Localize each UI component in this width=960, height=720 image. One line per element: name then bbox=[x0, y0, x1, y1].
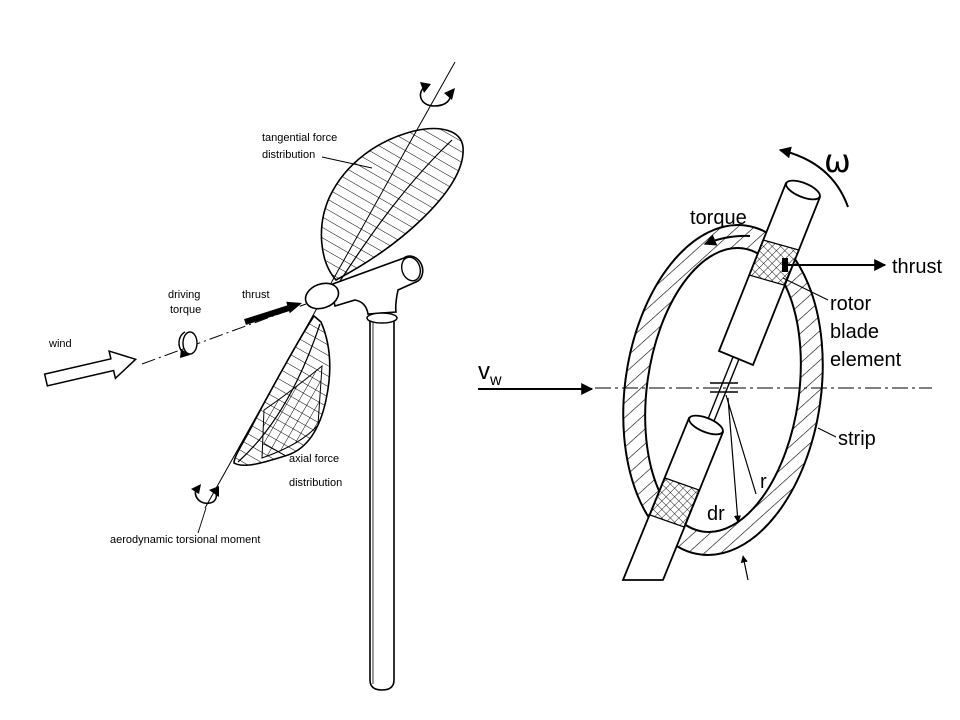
tangential-force-leader bbox=[321, 156, 373, 169]
rotor-blade-element-label-line3: element bbox=[830, 349, 902, 371]
blade-element-diagram: ω torque thrust rotor blade element vw s… bbox=[478, 142, 942, 581]
strip-label: strip bbox=[838, 428, 876, 450]
turbine-diagram: tangential force distribution driving to… bbox=[43, 61, 464, 691]
torque-label: torque bbox=[690, 207, 747, 229]
upper-blade-trailing-edge bbox=[339, 139, 453, 282]
nacelle-end-cap bbox=[400, 256, 422, 282]
thrust-arrow-icon bbox=[244, 301, 302, 325]
torsional-moment-arrow-icon bbox=[191, 484, 219, 505]
lower-blade-edge bbox=[237, 323, 321, 463]
tower-pole bbox=[369, 317, 395, 691]
shaft-line-left bbox=[705, 356, 734, 425]
radius-line bbox=[725, 394, 757, 495]
upper-blade-force-distribution bbox=[320, 127, 464, 282]
driving-torque-label-line1: driving bbox=[168, 289, 200, 301]
wind-arrow-icon bbox=[43, 349, 138, 387]
dr-outer-arrow bbox=[740, 555, 749, 581]
axial-force-label-line2: distribution bbox=[289, 477, 342, 489]
strip-leader bbox=[817, 427, 837, 438]
thrust-label: thrust bbox=[242, 289, 270, 301]
torsional-moment-label: aerodynamic torsional moment bbox=[110, 534, 260, 546]
blade-element-upper bbox=[748, 239, 800, 286]
driving-torque-icon bbox=[178, 331, 198, 358]
tangential-force-label-line1: tangential force bbox=[262, 132, 337, 144]
rotor-blade-element-label-line1: rotor bbox=[830, 293, 871, 315]
omega-label: ω bbox=[824, 142, 851, 180]
blade-element-lower bbox=[649, 477, 700, 528]
wind-speed-symbol: v bbox=[478, 358, 490, 385]
tangential-force-label-line2: distribution bbox=[262, 149, 315, 161]
r-label: r bbox=[760, 471, 767, 493]
driving-torque-label-line2: torque bbox=[170, 304, 201, 316]
wind-speed-subscript: w bbox=[489, 372, 502, 389]
top-rotation-arrow-icon bbox=[419, 82, 455, 107]
tower-collar bbox=[366, 312, 398, 324]
axial-force-leader bbox=[263, 443, 287, 457]
thrust-label-right: thrust bbox=[892, 256, 942, 278]
lower-blade-surface bbox=[261, 364, 323, 459]
wind-speed-label: vw bbox=[478, 358, 502, 389]
dr-label: dr bbox=[707, 503, 725, 525]
thrust-origin-marker bbox=[782, 258, 788, 272]
torsional-moment-leader bbox=[197, 507, 207, 534]
upper-blade-tip-cap bbox=[785, 179, 821, 201]
torque-arrow bbox=[703, 234, 751, 246]
blade-element-leader bbox=[782, 277, 829, 301]
rotor-blade-element-label-line2: blade bbox=[830, 321, 879, 343]
nacelle bbox=[329, 255, 424, 315]
axial-force-label-line1: axial force bbox=[289, 453, 339, 465]
omega-rotation-arrow bbox=[778, 146, 849, 208]
wind-label: wind bbox=[48, 338, 72, 350]
rotor-hub-spinner bbox=[304, 282, 340, 310]
dr-inner-arrow bbox=[727, 397, 742, 523]
lower-blade-root-cap bbox=[688, 414, 724, 436]
